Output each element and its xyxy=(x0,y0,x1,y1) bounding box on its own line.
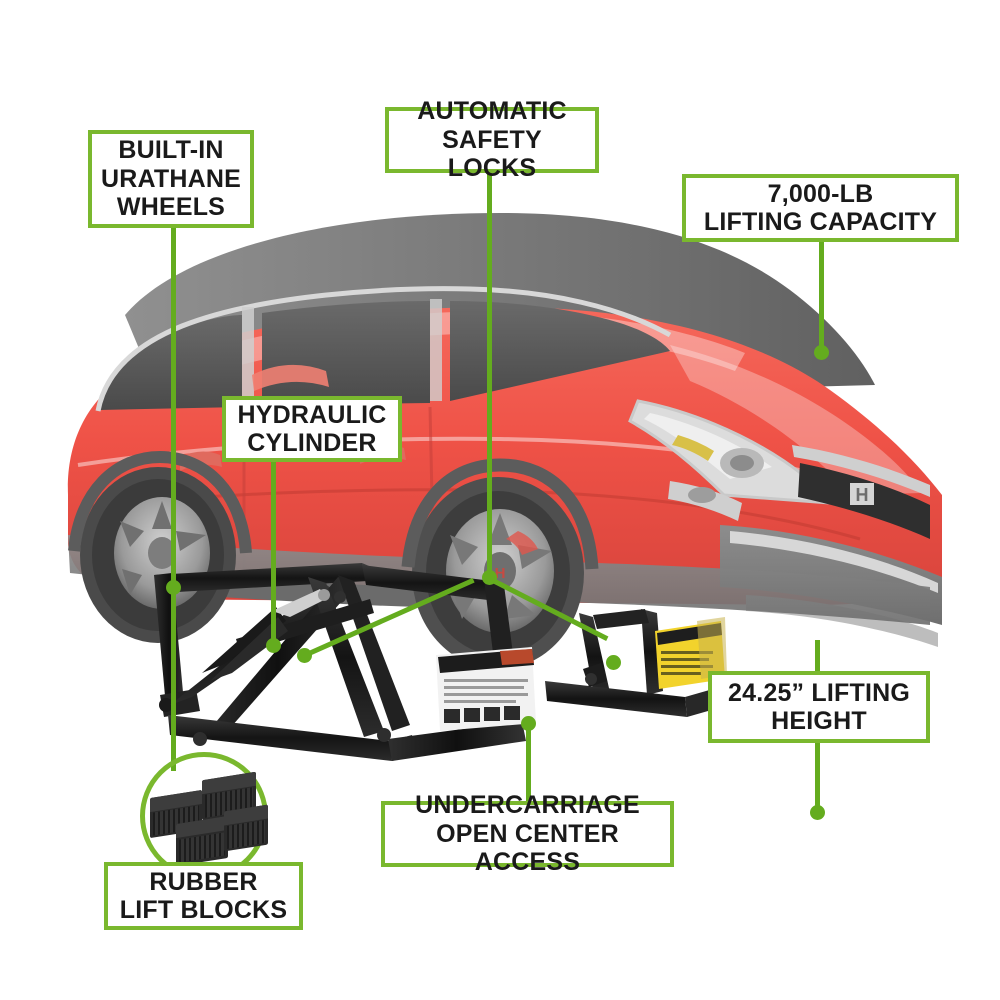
leader-dot-lifting-height xyxy=(810,805,825,820)
callout-lifting-height[interactable]: 24.25” LIFTING HEIGHT xyxy=(708,671,930,743)
rubber-lift-blocks-art xyxy=(150,768,268,867)
scissor-car-lift-right-arm xyxy=(545,605,730,730)
callout-label-safety-locks: AUTOMATIC SAFETY LOCKS xyxy=(417,97,567,183)
callout-label-urathane-wheels: BUILT-IN URATHANE WHEELS xyxy=(100,136,241,222)
leader-dot-hydraulic-cylinder xyxy=(266,638,281,653)
callout-label-rubber-lift-blocks: RUBBER LIFT BLOCKS xyxy=(119,867,288,925)
callout-label-undercarriage: UNDERCARRIAGE OPEN CENTER ACCESS xyxy=(415,791,640,877)
leader-line-urathane-wheels xyxy=(171,226,176,586)
callout-label-hydraulic-cylinder: HYDRAULIC CYLINDER xyxy=(237,400,387,458)
svg-text:H: H xyxy=(495,565,506,582)
leader-line-lifting-capacity xyxy=(819,241,824,354)
leader-line-safety-locks xyxy=(487,172,492,577)
leader-dot-lock-arm-left xyxy=(297,648,312,663)
scissor-car-lift-illustration xyxy=(140,555,670,770)
callout-rubber-lift-blocks[interactable]: RUBBER LIFT BLOCKS xyxy=(104,862,303,930)
leader-line-lifting-height-bottom xyxy=(815,742,820,812)
leader-dot-safety-locks xyxy=(482,570,497,585)
leader-dot-undercarriage xyxy=(521,716,536,731)
callout-label-lifting-height: 24.25” LIFTING HEIGHT xyxy=(727,678,910,736)
svg-text:H: H xyxy=(856,485,869,505)
callout-undercarriage-open-center-access[interactable]: UNDERCARRIAGE OPEN CENTER ACCESS xyxy=(381,791,674,876)
leader-dot-lifting-capacity xyxy=(814,345,829,360)
leader-line-rubber-blocks xyxy=(171,586,176,771)
callout-lifting-capacity[interactable]: 7,000-LB LIFTING CAPACITY xyxy=(682,174,959,242)
callout-hydraulic-cylinder[interactable]: HYDRAULIC CYLINDER xyxy=(222,396,402,462)
leader-dot-lock-arm-right xyxy=(606,655,621,670)
leader-line-hydraulic-cylinder xyxy=(271,460,276,645)
callout-label-lifting-capacity: 7,000-LB LIFTING CAPACITY xyxy=(703,179,938,237)
leader-dot-urathane-wheels xyxy=(166,580,181,595)
leader-line-undercarriage xyxy=(526,722,531,802)
callout-built-in-urathane-wheels[interactable]: BUILT-IN URATHANE WHEELS xyxy=(88,130,254,228)
callout-automatic-safety-locks[interactable]: AUTOMATIC SAFETY LOCKS xyxy=(385,97,599,182)
leader-line-lifting-height-top xyxy=(815,640,820,672)
